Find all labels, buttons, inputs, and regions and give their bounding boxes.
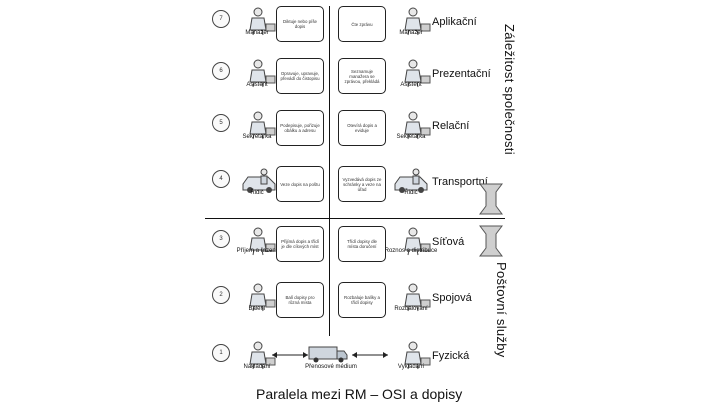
person-icon [240, 340, 276, 370]
left-role: Balení [248, 306, 266, 312]
layer-number: 6 [212, 62, 230, 80]
left-box: Podepisuje, pořizuje obálku a adresu [276, 110, 324, 146]
left-role: Příjem a řazení [236, 248, 278, 254]
car-icon [240, 166, 276, 196]
center-divider [329, 6, 330, 336]
layer-number: 2 [212, 286, 230, 304]
layer-name: Aplikační [432, 16, 477, 28]
person-icon [240, 6, 276, 36]
right-box: Vyzvedává dopis ze schránky a veze na úř… [338, 166, 386, 202]
person-icon [240, 226, 276, 256]
person-icon [240, 110, 276, 140]
left-box: Veze dopis na poštu [276, 166, 324, 202]
medium-arrow-left [272, 352, 308, 358]
left-box: Diktuje nebo píše dopis [276, 6, 324, 42]
person-icon [395, 58, 431, 88]
person-icon [395, 340, 431, 370]
layer-name: Prezentační [432, 68, 491, 80]
layer-number: 5 [212, 114, 230, 132]
medium-label: Přenosové médium [305, 364, 357, 370]
right-role: Manažer [399, 30, 423, 36]
bracket-icon [479, 225, 503, 257]
right-box: Čte zprávu [338, 6, 386, 42]
right-role: Roznos a distribuce [384, 248, 438, 254]
right-box: Otevírá dopis a eviduje [338, 110, 386, 146]
person-icon [395, 282, 431, 312]
layer-number: 1 [212, 344, 230, 362]
person-icon [395, 110, 431, 140]
layer-name: Spojová [432, 292, 472, 304]
left-box: Balí dopisy pro různá místa [276, 282, 324, 318]
right-role: Řidič [404, 190, 418, 196]
right-box: Třídí dopisy dle místa doručení [338, 226, 386, 262]
group-divider [205, 218, 505, 219]
layer-number: 4 [212, 170, 230, 188]
right-role: Sekretářka [396, 134, 426, 140]
layer-name: Síťová [432, 236, 465, 248]
left-role: Sekretářka [242, 134, 272, 140]
person-icon [240, 282, 276, 312]
lower-group-title: Poštovní služby [494, 262, 509, 358]
right-box: Rozbaluje balíky a třídí dopisy [338, 282, 386, 318]
left-role: Manažer [245, 30, 269, 36]
left-box: Opravuje, upravuje, převádí do čistopisu [276, 58, 324, 94]
layer-number: 3 [212, 230, 230, 248]
person-icon [395, 226, 431, 256]
medium-arrow-right [352, 352, 388, 358]
car-icon [392, 166, 428, 196]
layer-number: 7 [212, 10, 230, 28]
right-role: Rozbalování [394, 306, 428, 312]
left-box: Přijímá dopis a třídí je dle cílových mí… [276, 226, 324, 262]
person-icon [395, 6, 431, 36]
right-role: Vykládání [397, 364, 425, 370]
upper-group-title: Záležitost společnosti [502, 24, 517, 155]
left-role: Řidič [250, 190, 264, 196]
person-icon [240, 58, 276, 88]
left-role: Nakládání [243, 364, 271, 370]
layer-name: Transportní [432, 176, 488, 188]
right-box: Seznamuje manažera se zprávou, překládá [338, 58, 386, 94]
left-role: Asistent [246, 82, 268, 88]
layer-name: Relační [432, 120, 470, 132]
layer-name: Fyzická [432, 350, 470, 362]
right-role: Asistent [400, 82, 422, 88]
bracket-icon [479, 183, 503, 215]
page-title: Paralela mezi RM – OSI a dopisy [256, 386, 463, 402]
truck-icon [308, 346, 348, 363]
